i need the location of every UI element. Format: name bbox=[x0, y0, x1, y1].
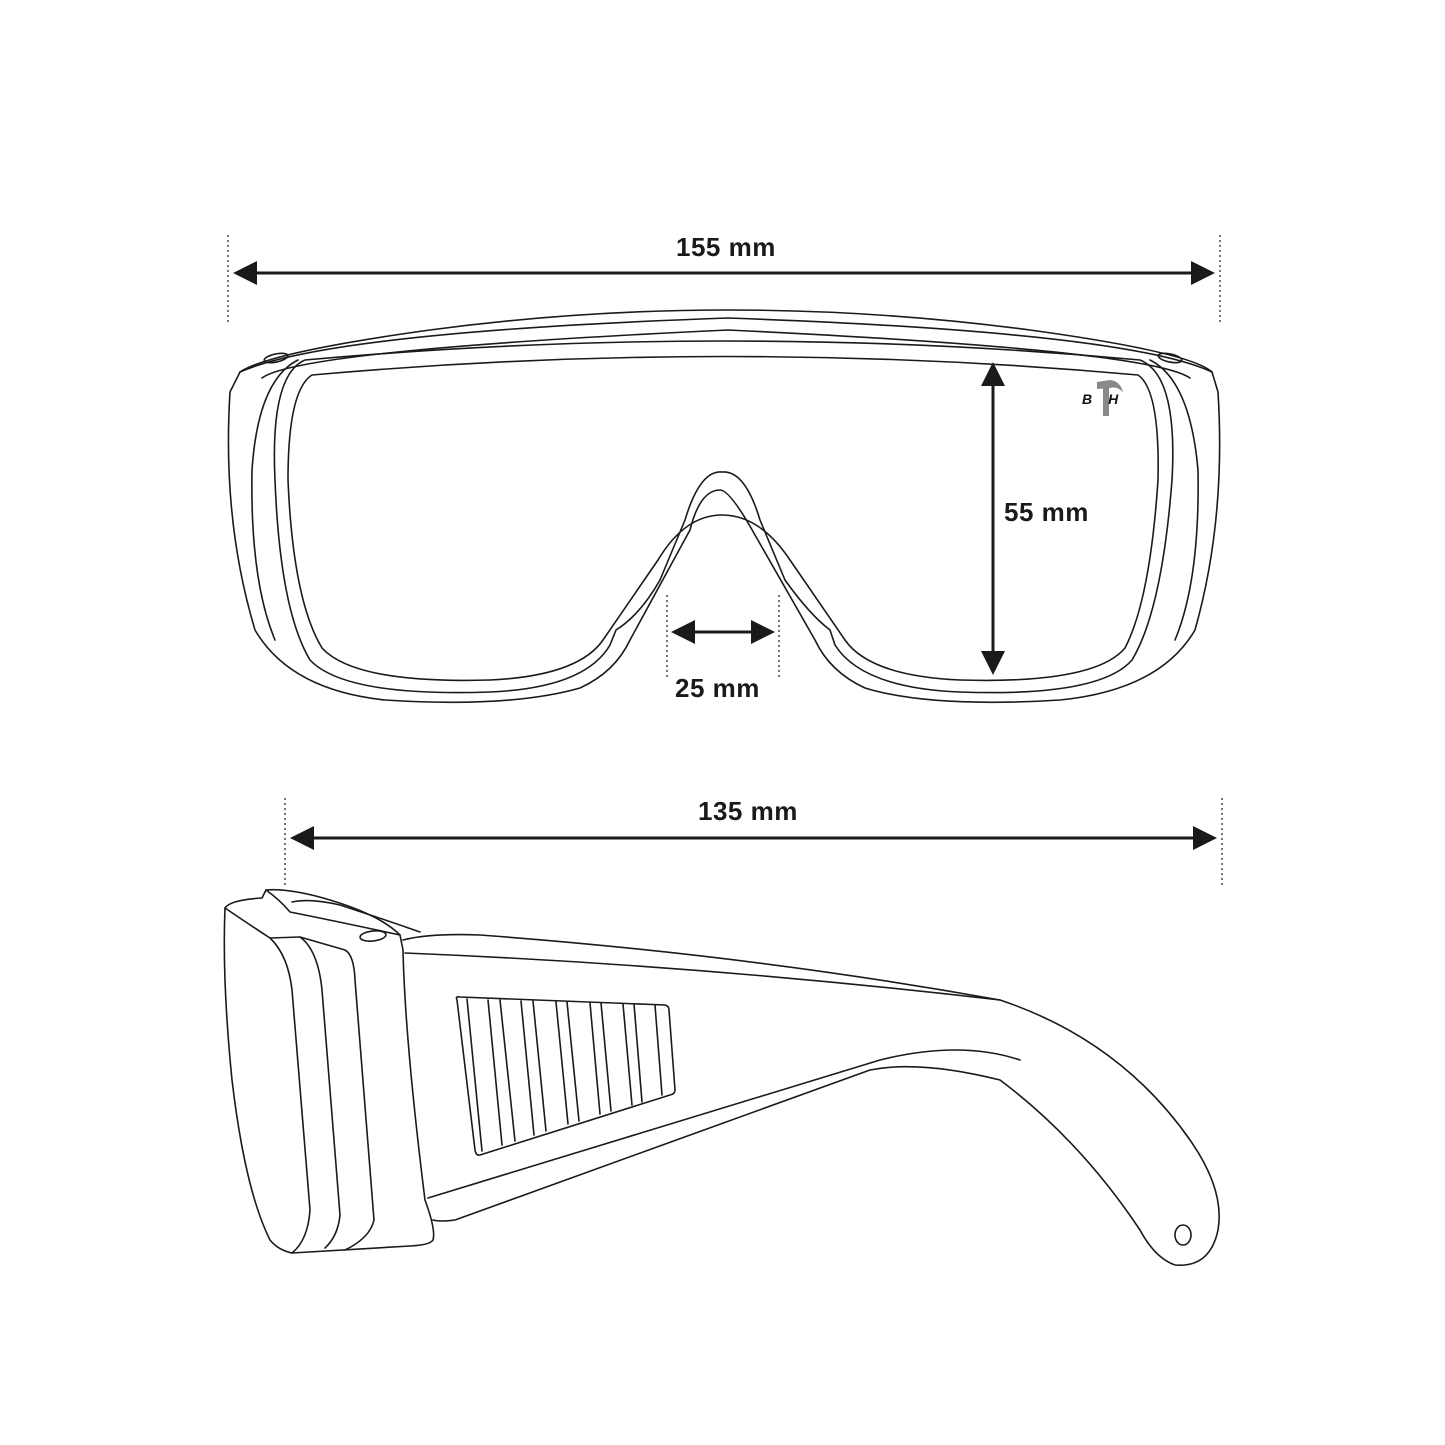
front-view-glasses bbox=[227, 309, 1221, 704]
brand-logo-hammer bbox=[1097, 380, 1123, 416]
height-label: 55 mm bbox=[1004, 497, 1089, 527]
width-dimension bbox=[227, 235, 1221, 322]
length-dimension bbox=[284, 798, 1223, 888]
vent-slots bbox=[466, 998, 663, 1152]
side-view-glasses bbox=[223, 888, 1220, 1266]
bridge-dimension bbox=[666, 595, 780, 680]
length-label: 135 mm bbox=[698, 796, 798, 826]
bridge-label: 25 mm bbox=[675, 673, 760, 703]
width-label: 155 mm bbox=[676, 232, 776, 262]
brand-logo-text: BH bbox=[1082, 391, 1135, 407]
